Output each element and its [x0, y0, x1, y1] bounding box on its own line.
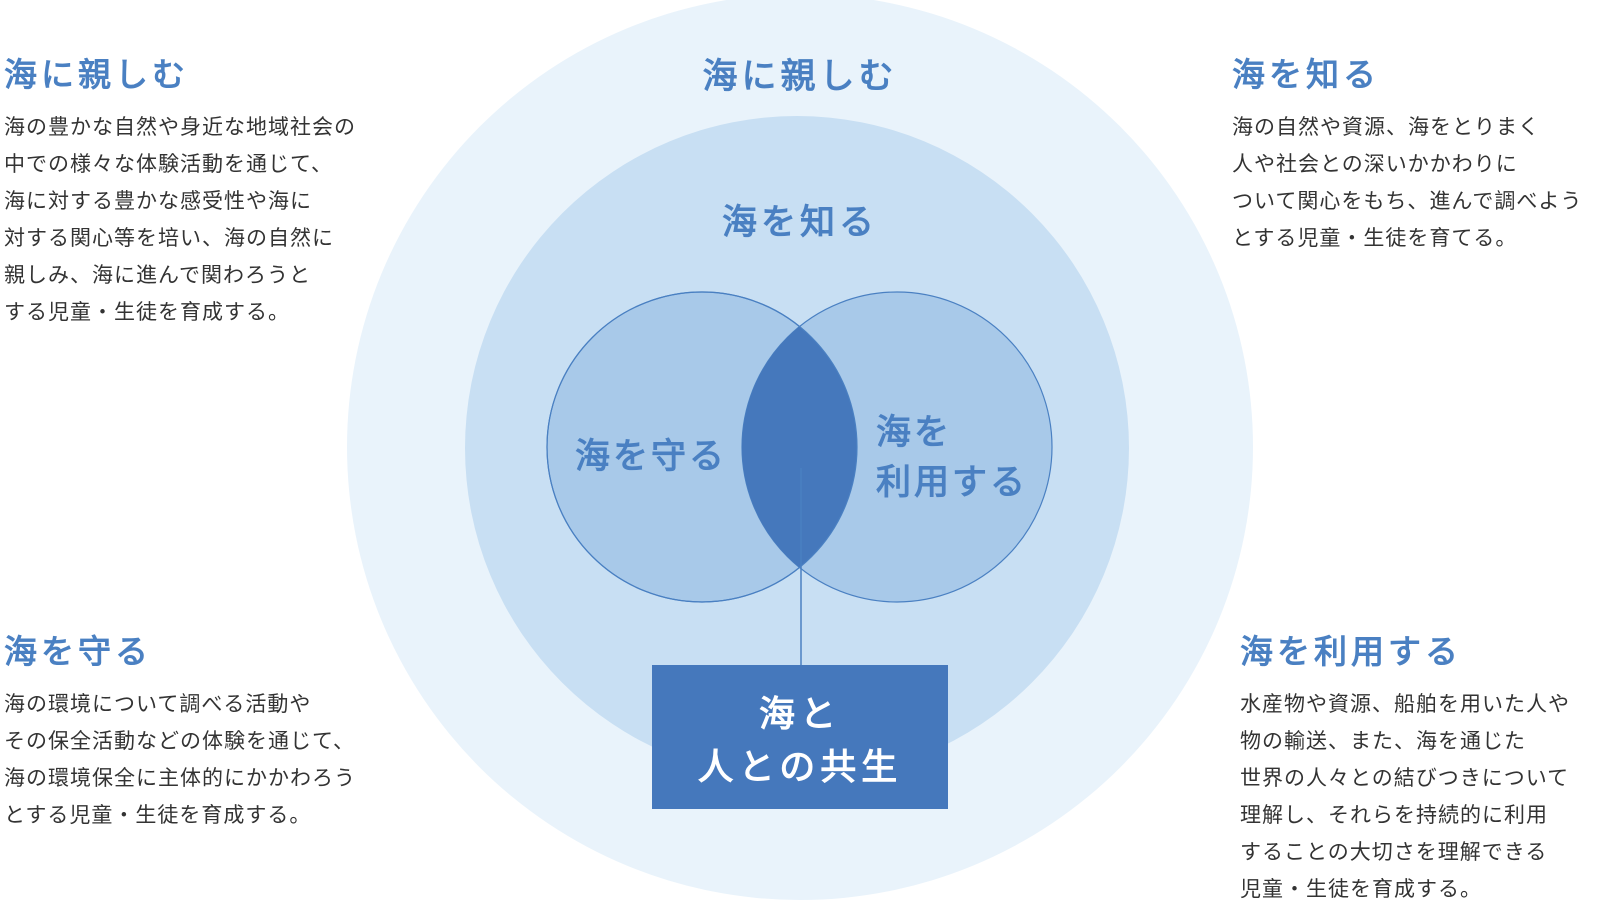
center-box-line1: 海と [759, 694, 841, 735]
venn-intersection [742, 292, 857, 602]
panel-title: 海を知る [1232, 55, 1380, 94]
outer-circle-label: 海に親しむ [702, 57, 897, 97]
venn-left-outline [546, 291, 858, 603]
panel-title: 海を利用する [1240, 632, 1462, 671]
right-circle-label-line1: 海を [876, 413, 952, 453]
panel-text: 海の豊かな自然や身近な地域社会の 中での様々な体験活動を通じて、 海に対する豊か… [4, 114, 356, 324]
left-circle-label: 海を守る [575, 437, 727, 477]
panel-text: 水産物や資源、船舶を用いた人や 物の輸送、また、海を通じた 世界の人々との結びつ… [1240, 691, 1570, 901]
panel-top-left: 海に親しむ 海の豊かな自然や身近な地域社会の 中での様々な体験活動を通じて、 海… [4, 55, 404, 331]
panel-text: 海の自然や資源、海をとりまく 人や社会との深いかかわりに ついて関心をもち、進ん… [1232, 114, 1583, 250]
panel-bottom-right: 海を利用する 水産物や資源、船舶を用いた人や 物の輸送、また、海を通じた 世界の… [1240, 632, 1600, 908]
panel-top-right: 海を知る 海の自然や資源、海をとりまく 人や社会との深いかかわりに ついて関心を… [1232, 55, 1600, 257]
panel-title: 海に親しむ [4, 55, 189, 94]
panel-text: 海の環境について調べる活動や その保全活動などの体験を通じて、 海の環境保全に主… [4, 691, 356, 827]
right-circle-label-line2: 利用する [876, 463, 1028, 503]
panel-title: 海を守る [4, 632, 152, 671]
center-box-line2: 人との共生 [698, 747, 903, 788]
middle-circle-label: 海を知る [722, 203, 878, 243]
center-box [652, 665, 948, 809]
panel-bottom-left: 海を守る 海の環境について調べる活動や その保全活動などの体験を通じて、 海の環… [4, 632, 404, 834]
